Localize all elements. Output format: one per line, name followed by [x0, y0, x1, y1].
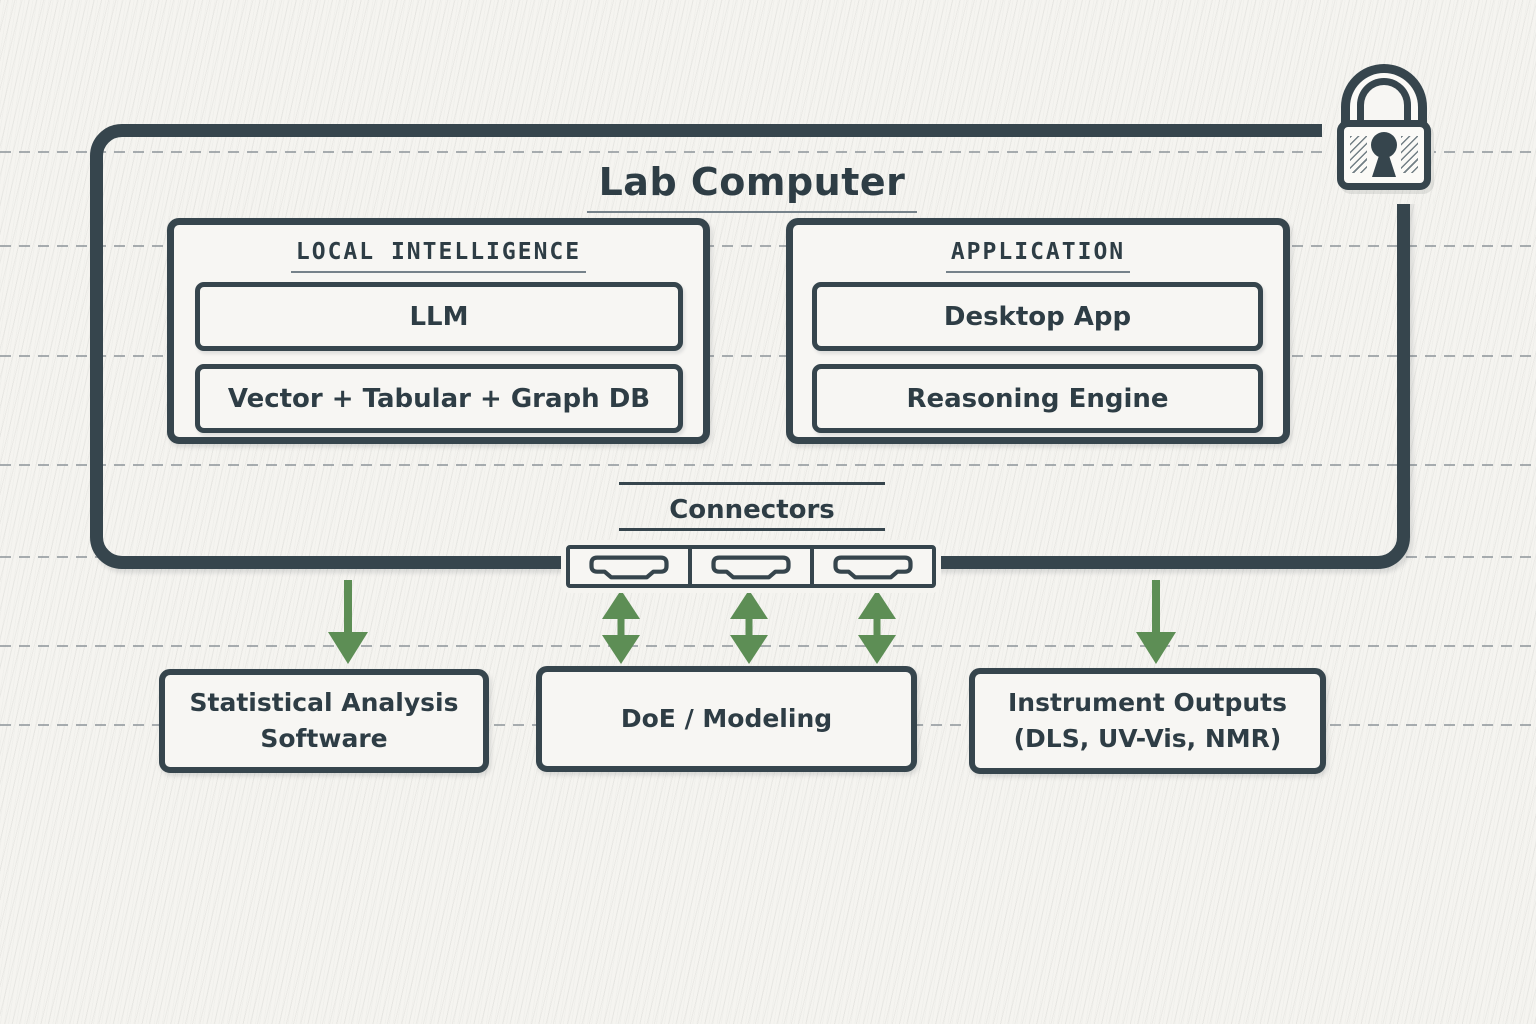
- section-header: LOCAL INTELLIGENCE: [174, 239, 703, 273]
- diagram-title-text: Lab Computer: [586, 160, 918, 213]
- box-desktop-app: Desktop App: [812, 282, 1263, 351]
- lock-body: [1337, 120, 1431, 190]
- lock-hatching: [1350, 136, 1367, 173]
- double-arrow-icon: [858, 590, 896, 664]
- node-label-line: DoE / Modeling: [620, 704, 833, 733]
- section-header-text: APPLICATION: [945, 239, 1131, 273]
- node-statistical-analysis-software: Statistical Analysis Software: [159, 669, 489, 773]
- section-header-text: LOCAL INTELLIGENCE: [290, 239, 587, 273]
- node-label-line: Instrument Outputs: [1007, 688, 1288, 717]
- ruled-line: [0, 464, 1536, 466]
- box-reasoning-engine: Reasoning Engine: [812, 364, 1263, 433]
- box-vector-tabular-graph-db: Vector + Tabular + Graph DB: [195, 364, 683, 433]
- box-label: Vector + Tabular + Graph DB: [227, 383, 651, 414]
- double-arrow-icon: [730, 590, 768, 664]
- box-label: Desktop App: [943, 301, 1132, 332]
- box-llm: LLM: [195, 282, 683, 351]
- keyhole-icon: [1372, 152, 1396, 177]
- ruled-line: [0, 151, 1536, 153]
- node-doe-modeling: DoE / Modeling: [536, 666, 917, 772]
- node-label-line: Software: [260, 724, 388, 753]
- connectors-label-text: Connectors: [619, 482, 885, 531]
- box-label: LLM: [409, 301, 469, 332]
- node-instrument-outputs: Instrument Outputs (DLS, UV-Vis, NMR): [969, 668, 1326, 774]
- section-header: APPLICATION: [793, 239, 1283, 273]
- box-label: Reasoning Engine: [906, 383, 1169, 414]
- ruled-line: [0, 645, 1536, 647]
- ruled-line: [0, 355, 1536, 357]
- hdmi-port-icon: [570, 549, 692, 584]
- connectors-label: Connectors: [586, 482, 918, 531]
- hdmi-port-icon: [814, 549, 932, 584]
- lab-computer-box: [90, 124, 1410, 569]
- hdmi-port-icon: [692, 549, 814, 584]
- node-label-line: Statistical Analysis: [189, 688, 459, 717]
- ruled-line: [0, 245, 1536, 247]
- lock-hatching: [1401, 136, 1418, 173]
- diagram-title: Lab Computer: [400, 160, 1104, 213]
- connector-port-strip: [566, 545, 936, 588]
- down-arrow-icon: [1136, 580, 1176, 664]
- double-arrow-icon: [602, 590, 640, 664]
- down-arrow-icon: [328, 580, 368, 664]
- node-label-line: (DLS, UV-Vis, NMR): [1013, 724, 1282, 753]
- lock-icon: [1337, 62, 1431, 190]
- lock-shackle-inner: [1357, 78, 1411, 128]
